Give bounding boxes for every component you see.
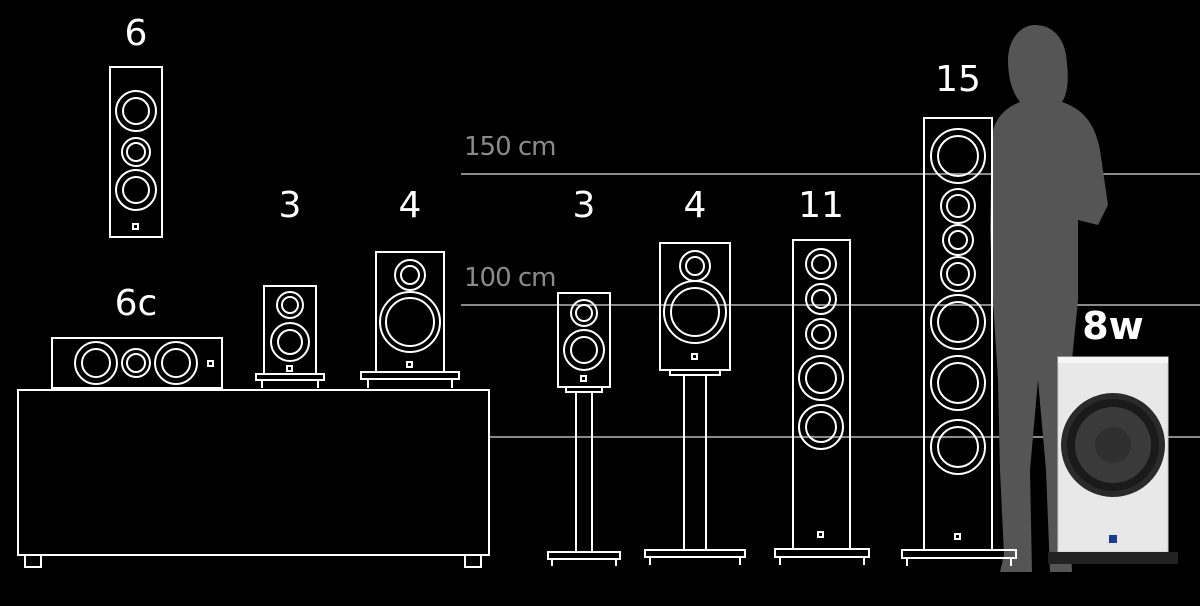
label-stand-3: 3: [572, 185, 596, 226]
media-cabinet: [17, 389, 490, 568]
bookshelf-speaker-4: [360, 251, 460, 388]
label-speaker-6: 6: [124, 13, 148, 54]
label-bookshelf-3: 3: [278, 185, 302, 226]
label-subwoofer-8w: 8w: [1082, 304, 1144, 348]
label-speaker-6c: 6c: [114, 283, 158, 324]
floor-speaker-11: [774, 239, 870, 565]
stand-speaker-3: [547, 292, 621, 566]
label-floor-15: 15: [935, 59, 981, 100]
subwoofer-8w: [1048, 356, 1178, 564]
speaker-6c: [51, 337, 223, 389]
label-150cm: 150 cm: [464, 132, 557, 162]
person-silhouette: [990, 25, 1108, 572]
label-stand-4: 4: [683, 185, 707, 226]
label-bookshelf-4: 4: [398, 185, 422, 226]
floor-speaker-15: [901, 117, 1017, 566]
stand-speaker-4: [644, 242, 746, 565]
bookshelf-speaker-3: [255, 285, 325, 388]
speaker-6: [109, 66, 163, 238]
label-100cm: 100 cm: [464, 263, 557, 293]
label-floor-11: 11: [798, 185, 844, 226]
